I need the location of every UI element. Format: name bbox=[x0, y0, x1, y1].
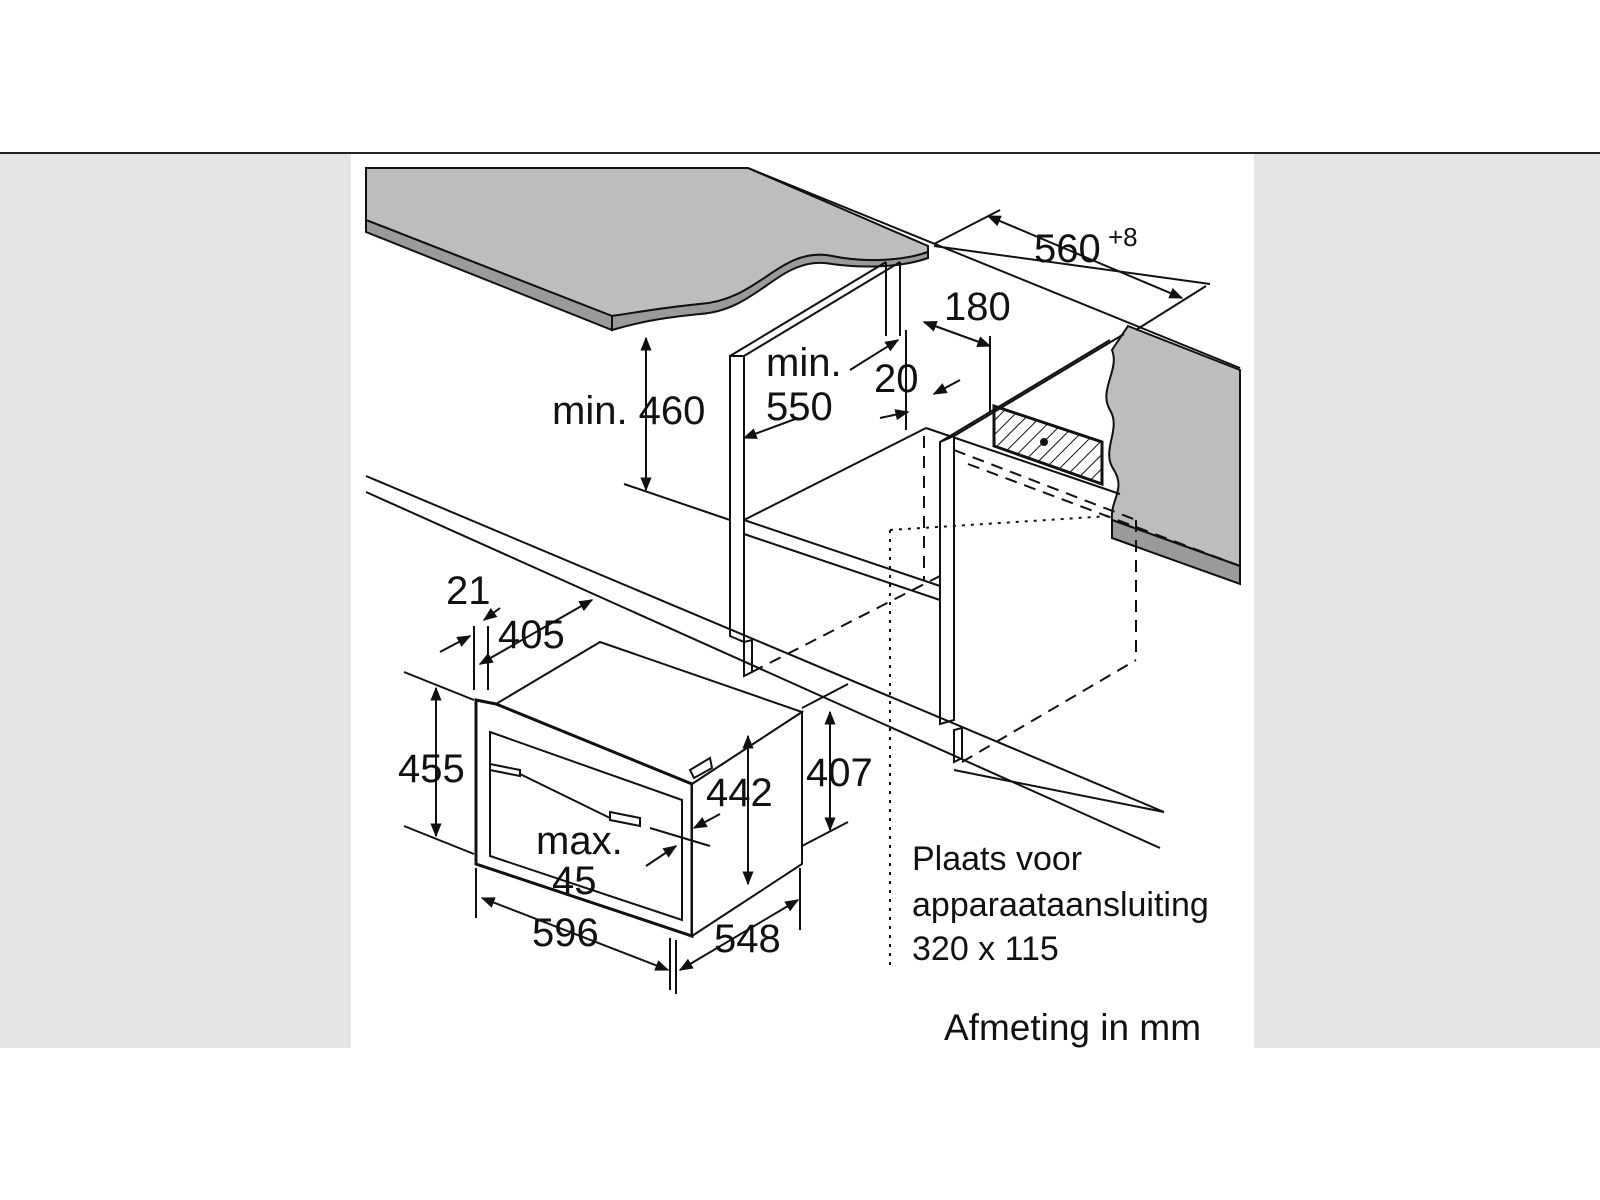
dimension-lines bbox=[403, 209, 1207, 994]
dim-405: 405 bbox=[498, 613, 565, 657]
connection-zone-outline bbox=[889, 515, 1111, 970]
dim-548: 548 bbox=[714, 917, 781, 961]
connection-note-line-3: 320 x 115 bbox=[912, 930, 1059, 968]
dim-442: 442 bbox=[706, 771, 773, 815]
dim-niche-width-tolerance: +8 bbox=[1108, 222, 1138, 252]
connection-socket bbox=[992, 403, 1104, 487]
left-side-panel bbox=[0, 154, 351, 1048]
dim-550: 550 bbox=[766, 385, 833, 429]
dim-596: 596 bbox=[532, 911, 599, 955]
dim-407: 407 bbox=[806, 751, 873, 795]
top-rule bbox=[0, 152, 1600, 154]
installation-drawing-svg: 560 +8 180 20 min. 460 min. 550 21 405 4… bbox=[365, 167, 1241, 1048]
connection-note-line-2: apparaataansluiting bbox=[912, 886, 1209, 924]
dim-max-label: max. bbox=[536, 819, 623, 863]
right-side-panel bbox=[1254, 154, 1600, 1048]
dim-20: 20 bbox=[874, 357, 919, 401]
installation-drawing: 560 +8 180 20 min. 460 min. 550 21 405 4… bbox=[351, 154, 1254, 1048]
dim-21: 21 bbox=[446, 569, 491, 613]
dim-180: 180 bbox=[944, 285, 1011, 329]
dim-niche-width: 560 bbox=[1034, 227, 1101, 271]
dim-min-460: min. 460 bbox=[552, 389, 705, 433]
unit-note: Afmeting in mm bbox=[944, 1007, 1201, 1048]
hidden-edges bbox=[751, 436, 1241, 763]
countertop-right bbox=[1105, 324, 1241, 586]
dim-max-45: 45 bbox=[552, 859, 597, 903]
dim-455: 455 bbox=[398, 747, 465, 791]
dim-min-label: min. bbox=[766, 341, 842, 385]
cabinet-niche bbox=[365, 167, 1241, 849]
countertop-left bbox=[365, 167, 929, 332]
connection-note-line-1: Plaats voor bbox=[912, 840, 1082, 878]
